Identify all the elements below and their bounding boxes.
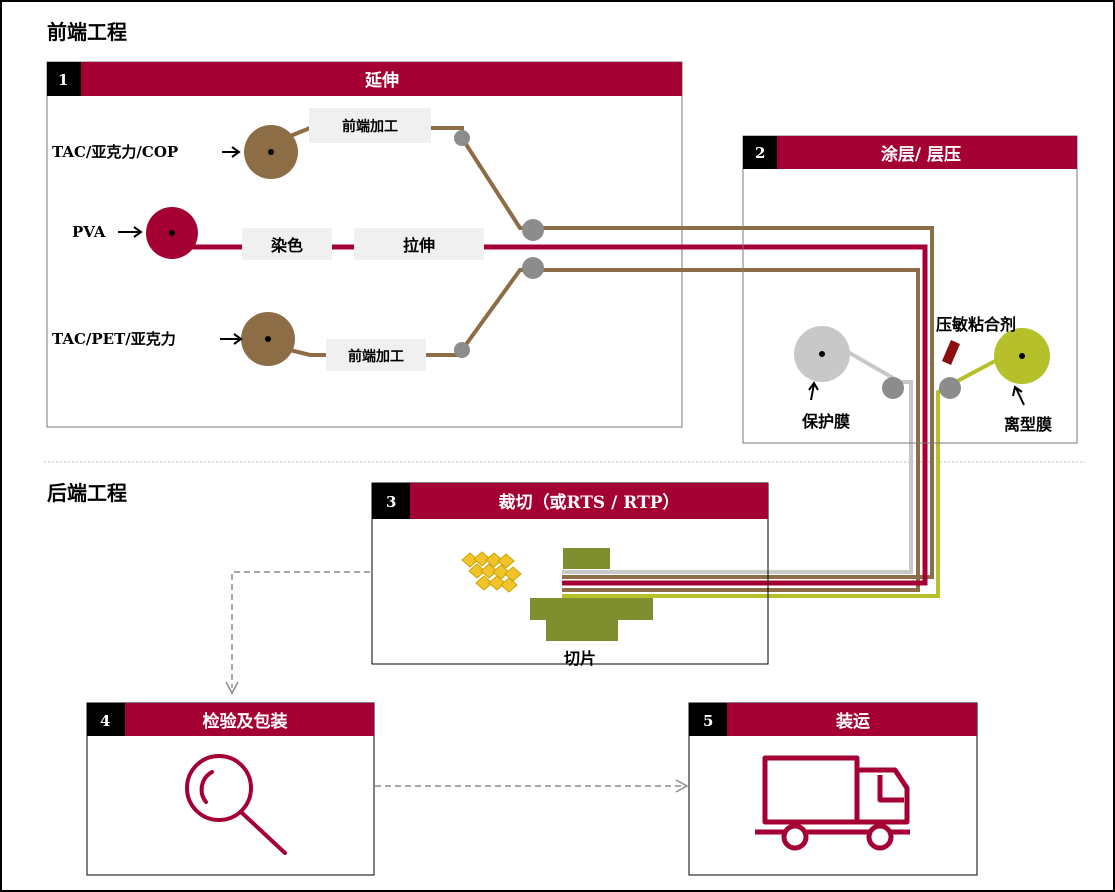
laminating-roller-left	[882, 377, 904, 399]
input-top-label: TAC/亚克力/COP	[52, 143, 178, 161]
front-process-bottom-label: 前端加工	[348, 348, 404, 365]
bottom-roll-core	[265, 336, 271, 342]
step1-num-badge	[47, 62, 81, 96]
step5-header	[727, 703, 977, 736]
arrow-right-icon	[222, 146, 241, 158]
arrow-down-icon	[225, 681, 239, 695]
arrow-up-icon	[1012, 385, 1025, 406]
step3-num: 3	[386, 493, 396, 511]
step1-num: 1	[58, 71, 68, 89]
step4-num-badge	[87, 703, 125, 736]
back-section-title: 后端工程	[47, 481, 127, 505]
step3-title: 裁切（或RTS / RTP）	[498, 492, 679, 513]
protective-roll-core	[819, 351, 825, 357]
protective-film-web	[562, 335, 913, 574]
bottom-idler-roller	[454, 342, 470, 358]
release-film-label: 离型膜	[1004, 415, 1052, 434]
step2-title: 涂层/ 层压	[881, 144, 961, 165]
step1-header	[81, 62, 682, 96]
protective-film-label: 保护膜	[801, 412, 850, 431]
cutter-blade	[563, 548, 610, 569]
flow-connector-3-4	[231, 571, 370, 688]
laminating-roller-right	[939, 377, 961, 399]
stretch-label: 拉伸	[403, 236, 435, 255]
pva-roll-core	[169, 230, 175, 236]
dye-label: 染色	[270, 236, 303, 255]
adhesive-label: 压敏粘合剂	[936, 315, 1016, 334]
step4-title: 检验及包装	[203, 711, 288, 732]
step4-num: 4	[100, 712, 110, 730]
front-process-top-box	[309, 108, 431, 143]
arrow-right-icon	[220, 333, 243, 345]
step2-num-badge	[743, 136, 777, 169]
cut-chips-icon	[461, 551, 522, 593]
adhesive-applicator	[942, 340, 960, 365]
dye-box	[242, 228, 332, 260]
top-idler-roller	[454, 130, 470, 146]
arrow-right-icon	[675, 779, 689, 793]
front-section-title: 前端工程	[47, 20, 127, 44]
step3-num-badge	[372, 483, 410, 519]
truck-icon	[755, 755, 910, 851]
step5-num: 5	[703, 712, 713, 730]
arrow-up-icon	[808, 381, 819, 401]
step3-header	[410, 483, 768, 519]
step2-header	[777, 136, 1077, 169]
step5-title: 装运	[835, 711, 870, 732]
front-process-bottom-box	[326, 339, 426, 371]
release-roll-core	[1019, 353, 1025, 359]
front-process-top-label: 前端加工	[342, 118, 398, 135]
input-bottom-label: TAC/PET/亚克力	[52, 330, 176, 348]
step2-num: 2	[755, 144, 765, 162]
step4-header	[125, 703, 374, 736]
arrow-right-icon	[118, 226, 143, 238]
slice-label: 切片	[564, 649, 596, 668]
step1-title: 延伸	[364, 70, 399, 91]
step5-num-badge	[689, 703, 727, 736]
release-film-web	[562, 343, 1026, 598]
top-roll-core	[268, 149, 274, 155]
cutting-anvil	[530, 598, 653, 641]
input-mid-label: PVA	[72, 223, 106, 241]
stretch-box	[354, 228, 484, 260]
nip-roller-upper	[522, 219, 544, 241]
magnifier-icon	[185, 754, 287, 855]
nip-roller-lower	[522, 257, 544, 279]
